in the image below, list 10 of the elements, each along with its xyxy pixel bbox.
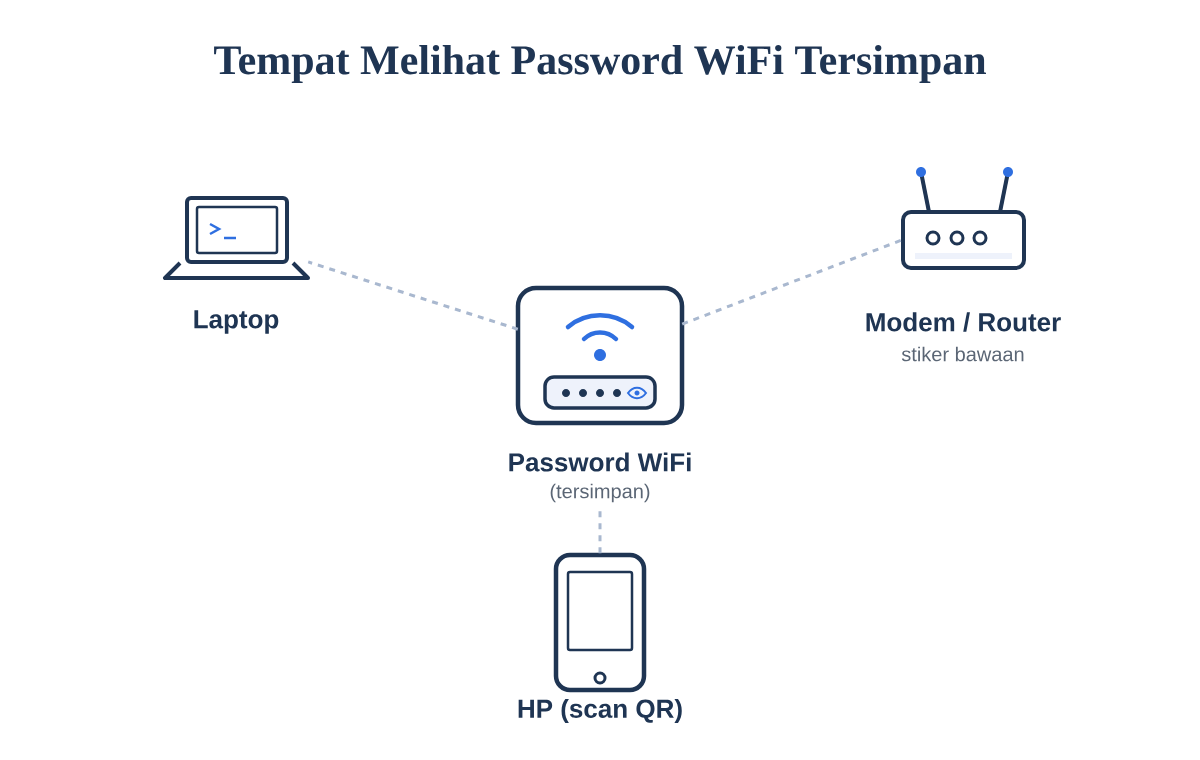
dashed-connector <box>681 238 904 326</box>
title: Tempat Melihat Password WiFi Tersimpan <box>214 44 986 84</box>
device-label: Password WiFi <box>509 452 691 472</box>
device-label: Modem / Router <box>866 312 1061 332</box>
dashed-connector <box>598 511 602 555</box>
dashed-connector <box>307 260 519 331</box>
device-label: Laptop <box>194 310 279 334</box>
device-caption: stiker bawaan <box>901 346 1024 362</box>
device-label: HP (scan QR) <box>518 698 682 724</box>
device-caption: (tersimpan) <box>550 483 650 503</box>
